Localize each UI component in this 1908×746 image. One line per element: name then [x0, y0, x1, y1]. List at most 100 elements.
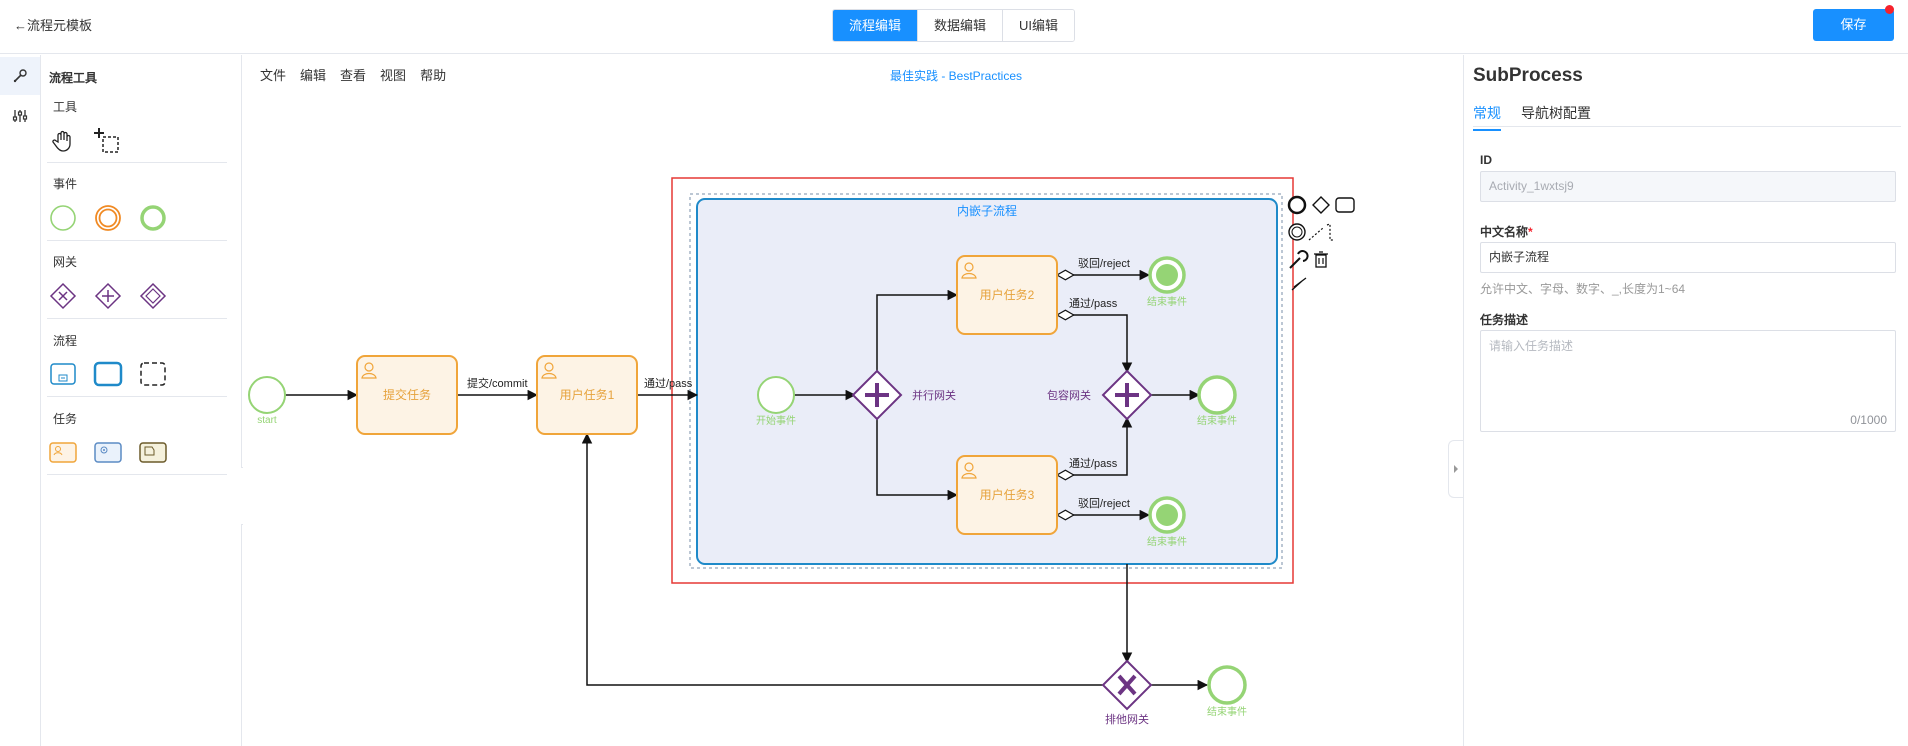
user-task-tool[interactable] [47, 436, 79, 468]
inclusive-gateway-icon [139, 282, 167, 310]
palette-title: 流程工具 [49, 71, 98, 85]
delete-trash-icon[interactable] [1314, 251, 1328, 268]
chevron-right-icon [1454, 465, 1458, 473]
menu-display[interactable]: 视图 [380, 68, 407, 83]
description-textarea[interactable]: 请输入任务描述 0/1000 [1480, 330, 1896, 432]
end-event-tool[interactable] [137, 202, 169, 234]
connect-arrow-icon[interactable] [1291, 277, 1307, 291]
text-annotation-icon[interactable] [1308, 223, 1333, 241]
back-to-templates-link[interactable]: ←流程元模板 [14, 18, 93, 33]
properties-panel: SubProcess 常规 导航树配置 ID Activity_1wxtsj9 … [1463, 55, 1908, 746]
collapse-properties-button[interactable] [1448, 440, 1463, 498]
group-label-gateways: 网关 [53, 255, 78, 269]
lasso-tool[interactable] [91, 125, 123, 157]
intermediate-event-icon [95, 205, 121, 231]
name-label: 中文名称* [1480, 225, 1533, 239]
expanded-subprocess-icon [93, 361, 123, 387]
end-event-icon [140, 205, 166, 231]
menu-view[interactable]: 查看 [340, 68, 367, 83]
lasso-select-icon [94, 128, 119, 153]
user-task-3[interactable]: 用户任务3 [956, 455, 1058, 535]
inner-start-event[interactable] [757, 376, 795, 414]
tab-ui-edit[interactable]: UI编辑 [1002, 10, 1075, 41]
palette-panel: 流程工具 工具 事件 网关 [41, 55, 242, 746]
collapsed-subprocess-icon [50, 363, 76, 385]
wrench-icon [13, 69, 27, 83]
menu-help[interactable]: 帮助 [420, 68, 447, 83]
start-event-icon [50, 205, 76, 231]
canvas-menubar: 文件 编辑 查看 视图 帮助 [260, 65, 446, 84]
description-counter: 0/1000 [1850, 413, 1887, 427]
append-intermediate-event-icon[interactable] [1288, 223, 1306, 241]
sliders-icon [12, 110, 28, 122]
properties-tabs: 常规 导航树配置 [1473, 97, 1901, 131]
append-task-icon[interactable] [1335, 197, 1355, 213]
diagram-title: 最佳实践 - BestPractices [890, 69, 1023, 83]
service-task-tool[interactable] [92, 436, 124, 468]
exclusive-gateway-tool[interactable] [47, 280, 79, 312]
save-button[interactable]: 保存 [1813, 9, 1894, 41]
user-task-1[interactable]: 用户任务1 [536, 355, 638, 435]
group-label-tools: 工具 [53, 100, 78, 114]
user-task-1-label: 用户任务1 [560, 387, 615, 402]
group-icon [140, 362, 166, 386]
parallel-gateway-icon [94, 282, 122, 310]
collapsed-subprocess-tool[interactable] [47, 358, 79, 390]
menu-edit[interactable]: 编辑 [300, 68, 327, 83]
expanded-subprocess-tool[interactable] [92, 358, 124, 390]
user-task-2[interactable]: 用户任务2 [956, 255, 1058, 335]
exclusive-gateway[interactable] [1101, 659, 1153, 711]
end-event-top[interactable] [1148, 256, 1186, 294]
tab-nav-tree-config[interactable]: 导航树配置 [1521, 105, 1591, 121]
menu-file[interactable]: 文件 [260, 68, 287, 83]
required-asterisk: * [1528, 225, 1533, 239]
unsaved-dot-badge [1885, 5, 1894, 14]
change-type-wrench-icon[interactable] [1289, 250, 1309, 269]
hand-icon [52, 130, 71, 152]
exclusive-gateway-icon [49, 282, 77, 310]
name-field[interactable]: 内嵌子流程 [1480, 242, 1896, 273]
tab-general[interactable]: 常规 [1473, 103, 1501, 131]
user-icon [361, 362, 377, 379]
properties-title: SubProcess [1473, 65, 1583, 86]
context-pad [1287, 195, 1355, 291]
end-event-bottom[interactable] [1148, 496, 1186, 534]
start-event-tool[interactable] [47, 202, 79, 234]
end-event-outer[interactable] [1207, 665, 1247, 705]
group-label-flows: 流程 [53, 334, 78, 348]
user-icon [541, 362, 557, 379]
service-task-icon [94, 442, 122, 463]
group-label-events: 事件 [53, 177, 78, 191]
id-field: Activity_1wxtsj9 [1480, 171, 1896, 202]
user-icon [961, 262, 977, 279]
submit-task[interactable]: 提交任务 [356, 355, 458, 435]
name-hint: 允许中文、字母、数字、_,长度为1~64 [1480, 282, 1686, 296]
script-task-icon [139, 442, 167, 463]
parallel-gateway-tool[interactable] [92, 280, 124, 312]
tab-process-edit[interactable]: 流程编辑 [833, 10, 918, 41]
user-icon [961, 462, 977, 479]
rail-settings[interactable] [0, 97, 40, 135]
append-gateway-icon[interactable] [1312, 196, 1330, 214]
user-task-icon [49, 442, 77, 463]
start-event[interactable] [248, 376, 286, 414]
inclusive-gateway-tool[interactable] [137, 280, 169, 312]
group-tool[interactable] [137, 358, 169, 390]
end-event-middle[interactable] [1197, 375, 1237, 415]
script-task-tool[interactable] [137, 436, 169, 468]
hand-tool[interactable] [47, 125, 79, 157]
mode-tabs: 流程编辑 数据编辑 UI编辑 [832, 9, 1076, 42]
tab-data-edit[interactable]: 数据编辑 [917, 10, 1003, 41]
parallel-gateway[interactable] [851, 369, 903, 421]
left-icon-rail [0, 55, 41, 746]
group-label-tasks: 任务 [53, 412, 78, 426]
intermediate-event-tool[interactable] [92, 202, 124, 234]
user-task-2-label: 用户任务2 [980, 287, 1035, 302]
submit-task-label: 提交任务 [383, 387, 431, 402]
description-label: 任务描述 [1480, 313, 1529, 327]
append-end-event-icon[interactable] [1287, 195, 1307, 215]
rail-process-tools[interactable] [0, 57, 40, 95]
id-label: ID [1480, 153, 1492, 167]
inclusive-gateway[interactable] [1101, 369, 1153, 421]
